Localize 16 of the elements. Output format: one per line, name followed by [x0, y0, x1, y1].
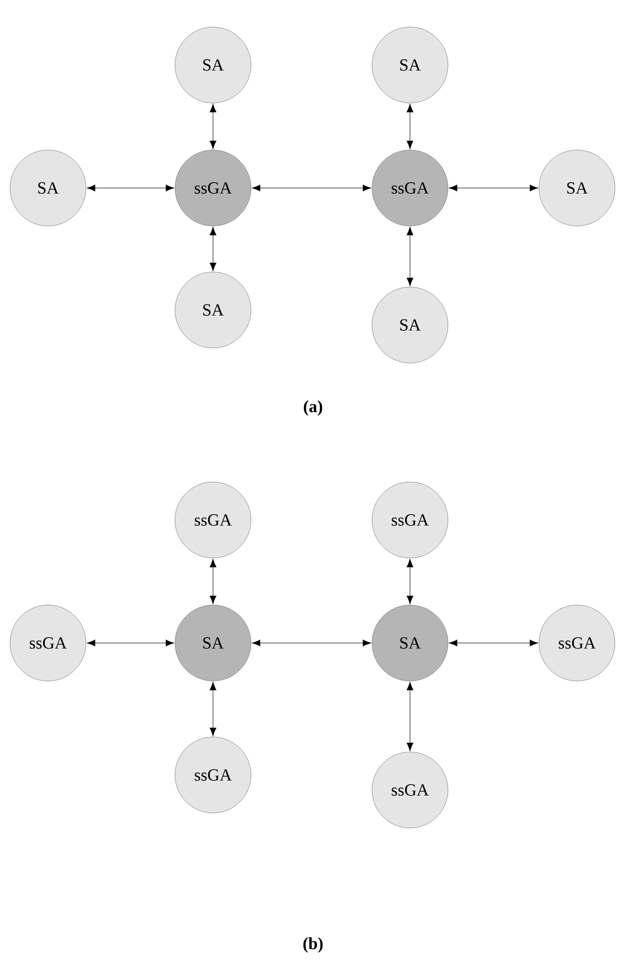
arrow [210, 558, 216, 604]
arrow [86, 640, 174, 646]
arrow [406, 226, 414, 286]
arrow [210, 226, 216, 272]
panel-label: (b) [303, 937, 323, 953]
arrow [252, 640, 372, 646]
panel-label: (a) [304, 400, 322, 416]
arrow [448, 184, 538, 192]
arrow [406, 558, 414, 604]
arrow [448, 640, 538, 646]
arrow [86, 184, 174, 192]
arrow [210, 104, 216, 150]
arrow [406, 682, 414, 752]
arrow [406, 104, 414, 150]
arrow [252, 184, 372, 192]
arrow [210, 682, 216, 736]
